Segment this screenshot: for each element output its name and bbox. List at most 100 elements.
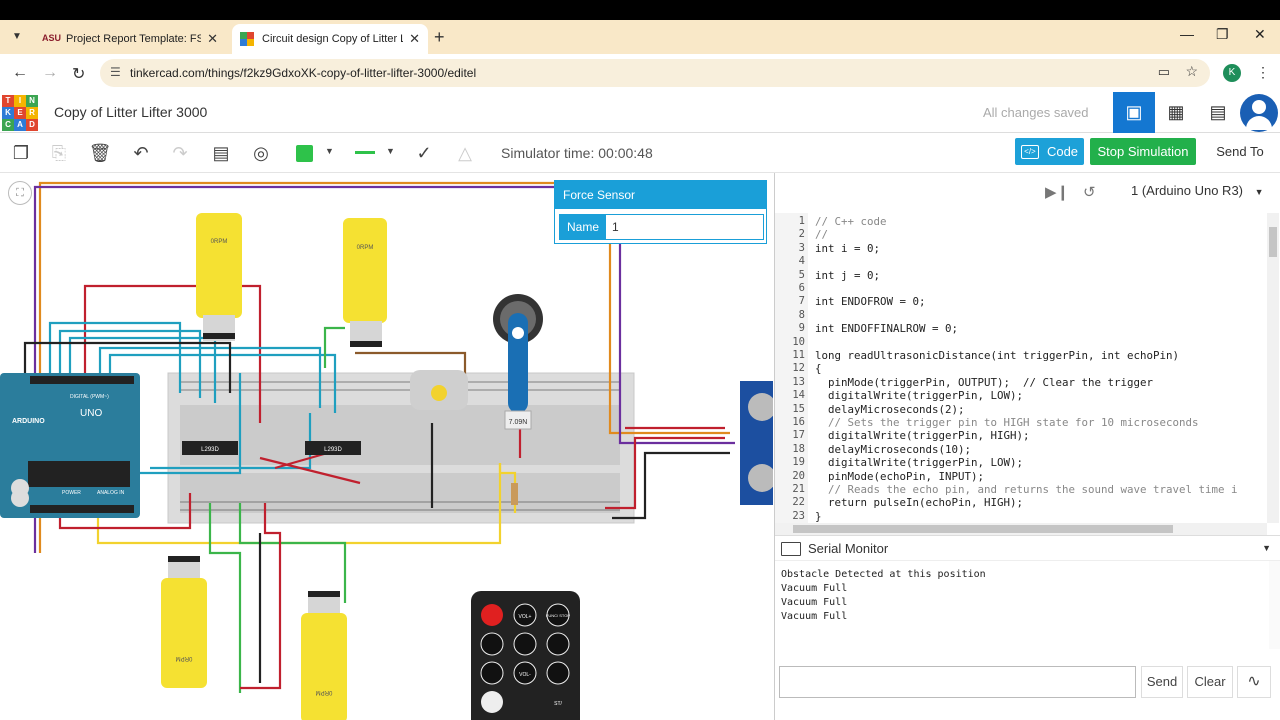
board-select-value: 1 (Arduino Uno R3)	[1131, 183, 1243, 198]
code-line[interactable]: int i = 0;	[815, 241, 881, 255]
wire-type-swatch[interactable]	[355, 151, 375, 154]
site-info-icon[interactable]: ☰	[110, 65, 121, 79]
serial-monitor-title: Serial Monitor	[808, 541, 889, 556]
wire-type-dropdown-chevron-icon[interactable]: ▼	[386, 146, 395, 156]
editor-horizontal-scrollbar[interactable]	[775, 523, 1267, 535]
tab-search-chevron-icon[interactable]: ▼	[12, 31, 22, 42]
breadboard[interactable]	[167, 372, 635, 524]
send-to-button[interactable]: Send To	[1216, 144, 1264, 159]
browser-menu-icon[interactable]: ⋮	[1256, 64, 1270, 80]
color-dropdown-chevron-icon[interactable]: ▼	[325, 146, 334, 156]
project-title[interactable]: Copy of Litter Lifter 3000	[54, 104, 208, 120]
serial-clear-button[interactable]: Clear	[1187, 666, 1233, 698]
close-tab-icon[interactable]: ✕	[409, 31, 420, 46]
board-select[interactable]: 1 (Arduino Uno R3) ▼	[1131, 183, 1264, 198]
user-avatar[interactable]	[1240, 94, 1278, 132]
zoom-to-fit-icon[interactable]: ⛶	[8, 181, 32, 205]
copy-icon[interactable]: ❐	[12, 143, 30, 163]
serial-monitor-header[interactable]: Serial Monitor ▼	[775, 535, 1280, 561]
step-icon[interactable]: ▶❙	[1045, 184, 1070, 201]
top-black-bar	[0, 0, 1280, 20]
close-tab-icon[interactable]: ✕	[207, 31, 218, 46]
code-line[interactable]: int j = 0;	[815, 268, 881, 282]
new-tab-plus-icon[interactable]: +	[434, 27, 445, 47]
browser-tab-report[interactable]: ASU Project Report Template: FSE 10 ✕	[34, 24, 226, 54]
code-line[interactable]: // C++ code	[815, 215, 887, 228]
code-line[interactable]: }	[815, 509, 822, 523]
code-line[interactable]: // Sets the trigger pin to HIGH state fo…	[815, 416, 1199, 429]
dc-motor-2[interactable]	[343, 218, 387, 347]
scroll-thumb[interactable]	[793, 525, 1173, 533]
code-line[interactable]: int ENDOFROW = 0;	[815, 295, 926, 309]
component-inspector[interactable]: Force Sensor Name 1	[554, 180, 767, 244]
browser-tab-circuit[interactable]: Circuit design Copy of Litter Lift ✕	[232, 24, 428, 54]
code-line[interactable]: digitalWrite(triggerPin, HIGH);	[815, 429, 1030, 443]
dc-motor-1[interactable]	[196, 213, 242, 341]
dc-motor-3[interactable]	[161, 556, 207, 688]
force-sensor[interactable]	[493, 294, 543, 505]
restore-icon[interactable]: ❐	[1216, 26, 1229, 42]
code-line[interactable]: delayMicroseconds(10);	[815, 442, 972, 456]
motor-3-rpm-label: 0RPM	[176, 655, 193, 661]
editor-vertical-scrollbar[interactable]	[1267, 213, 1279, 523]
back-arrow-icon[interactable]: ←	[12, 64, 28, 81]
circuit-canvas[interactable]: 0RPM 0RPM 0RPM 0RPM L293D L293D 7.09N AR…	[0, 173, 773, 720]
code-line[interactable]: int ENDOFFINALROW = 0;	[815, 322, 959, 336]
motor-driver-chip-2[interactable]	[305, 441, 361, 455]
code-panel-toolbar: ▶❙ ↺ 1 (Arduino Uno R3) ▼	[775, 173, 1280, 213]
bookmark-star-icon[interactable]: ☆	[1185, 63, 1198, 79]
code-button[interactable]: </> Code	[1015, 138, 1084, 165]
scroll-thumb[interactable]	[1269, 227, 1277, 257]
line-number: 19	[792, 456, 805, 469]
circuit-view-icon[interactable]: ▣	[1113, 92, 1155, 133]
serial-input[interactable]	[779, 666, 1136, 698]
code-line[interactable]: //	[815, 228, 829, 242]
address-bar[interactable]: ☰ tinkercad.com/things/f2kz9GdxoXK-copy-…	[100, 59, 1210, 87]
code-line[interactable]: pinMode(echoPin, INPUT);	[815, 469, 985, 483]
ir-remote[interactable]	[471, 591, 580, 720]
remote-vol-up-label: VOL+	[519, 614, 532, 620]
code-line[interactable]: digitalWrite(triggerPin, LOW);	[815, 456, 1024, 470]
inspector-name-input[interactable]: 1	[612, 220, 619, 234]
serial-scrollbar[interactable]	[1269, 561, 1280, 649]
annotation-icon[interactable]: ◎	[253, 143, 269, 163]
ultrasonic-sensor[interactable]	[740, 381, 773, 505]
minimize-icon[interactable]: —	[1180, 26, 1194, 42]
code-line[interactable]: pinMode(triggerPin, OUTPUT); // Clear th…	[815, 375, 1154, 389]
line-number: 11	[792, 349, 805, 361]
collapse-chevron-icon[interactable]: ▼	[1262, 543, 1271, 553]
tinkercad-logo[interactable]: T I N K E R C A D	[2, 95, 38, 131]
delete-trash-icon[interactable]: 🗑	[88, 143, 112, 163]
schematic-view-icon[interactable]: ▦	[1167, 102, 1185, 122]
graph-icon[interactable]: ∿	[1237, 666, 1271, 698]
motor-driver-chip-1[interactable]	[182, 441, 238, 455]
code-line[interactable]: digitalWrite(triggerPin, LOW);	[815, 389, 1024, 403]
hobby-gearmotor[interactable]	[410, 370, 468, 410]
redo-icon[interactable]: ↷	[172, 143, 188, 163]
component-list-icon[interactable]: ▤	[1209, 102, 1227, 122]
notes-icon[interactable]: ▤	[212, 143, 230, 163]
code-line[interactable]: return pulseIn(echoPin, HIGH);	[815, 496, 1024, 510]
flip-icon[interactable]: △	[458, 143, 472, 163]
code-line[interactable]: {	[815, 362, 822, 376]
arduino-uno-board[interactable]	[0, 373, 140, 518]
serial-send-button[interactable]: Send	[1141, 666, 1183, 698]
code-line[interactable]: // Reads the echo pin, and returns the s…	[815, 483, 1238, 496]
close-window-icon[interactable]: ✕	[1254, 26, 1266, 42]
profile-avatar[interactable]: K	[1223, 64, 1241, 82]
undo-icon[interactable]: ↶	[133, 143, 149, 163]
circuit-drawing[interactable]: 0RPM 0RPM 0RPM 0RPM L293D L293D 7.09N AR…	[0, 173, 773, 720]
forward-arrow-icon[interactable]: →	[42, 64, 58, 81]
wire-color-swatch[interactable]	[296, 145, 313, 162]
install-app-icon[interactable]: ▭	[1157, 64, 1170, 79]
stop-simulation-button[interactable]: Stop Simulation	[1090, 138, 1196, 165]
dc-motor-4[interactable]	[301, 591, 347, 720]
rotate-icon[interactable]: ✓	[416, 143, 432, 163]
reload-icon[interactable]: ↻	[72, 66, 86, 83]
paste-icon[interactable]: ⎘	[51, 143, 67, 163]
code-line[interactable]: long readUltrasonicDistance(int triggerP…	[815, 349, 1180, 362]
debugger-icon[interactable]: ↺	[1083, 184, 1096, 201]
code-line[interactable]: delayMicroseconds(2);	[815, 402, 965, 416]
tinkercad-favicon-icon	[240, 32, 254, 46]
